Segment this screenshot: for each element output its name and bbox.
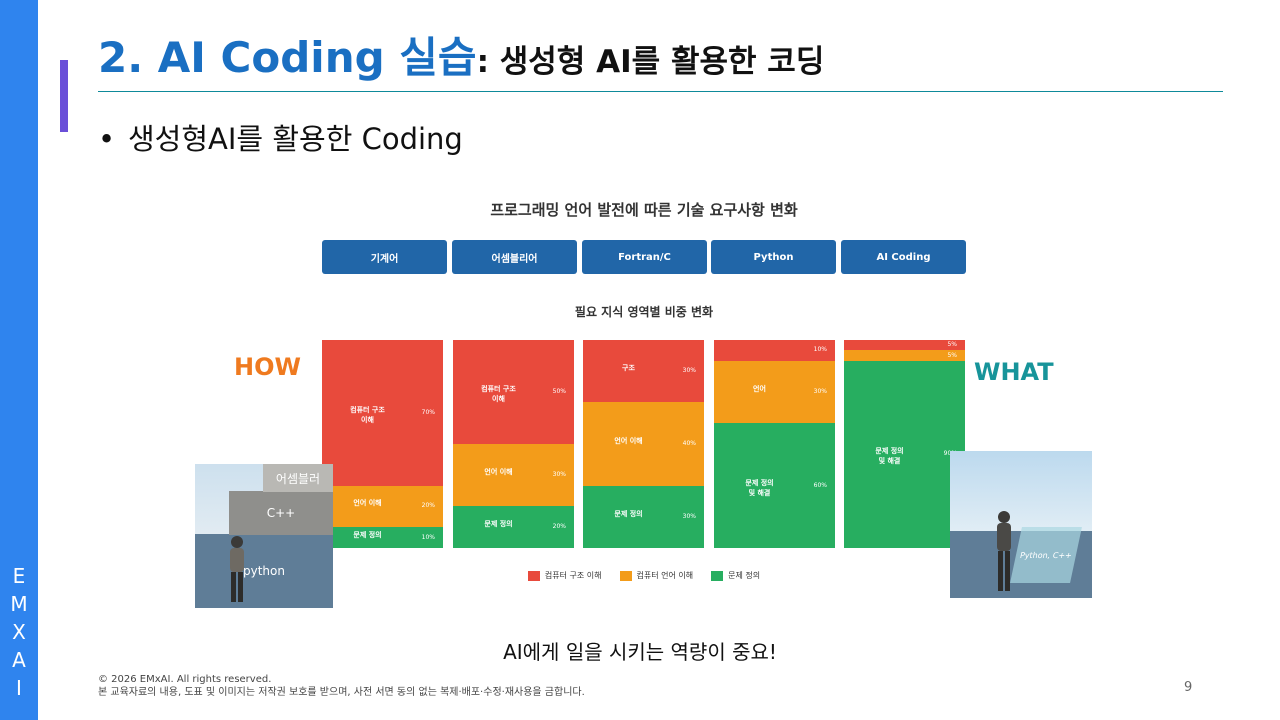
legend-item: 문제 정의: [711, 570, 760, 581]
bar-segment: 구조 30%: [583, 340, 704, 403]
figure-subtitle: 필요 지식 영역별 비중 변화: [574, 305, 714, 319]
person-silhouette-icon: [230, 536, 244, 602]
bar-segment-label: 언어 이해: [353, 499, 382, 508]
sidebar-brand: E M X A I: [0, 562, 38, 702]
bar-segment: 언어 30%: [714, 360, 835, 424]
bar-value-label: 30%: [682, 512, 696, 520]
slide-title-sub: : 생성형 AI를 활용한 코딩: [476, 44, 825, 80]
bar-segment: 컴퓨터 구조 이해 70%: [322, 340, 443, 486]
era-label: 어셈블리어: [452, 240, 577, 274]
bar-segment-label: 구조: [622, 364, 635, 373]
bar-value-label: 30%: [682, 367, 696, 375]
what-label: WHAT: [974, 358, 1054, 386]
how-label: HOW: [234, 353, 301, 381]
bar-segment: 문제 정의 10%: [322, 527, 443, 548]
bar-segment: 언어 이해 30%: [453, 444, 574, 507]
bar-segment-label: 문제 정의: [614, 509, 643, 518]
slide-title: 2. AI Coding 실습: 생성형 AI를 활용한 코딩: [98, 24, 824, 85]
bar-value-label: 40%: [682, 439, 696, 447]
bar-segment: 언어 이해 40%: [583, 402, 704, 486]
bar-segment-label: 컴퓨터 구조 이해: [350, 405, 385, 424]
bullet-marker: •: [98, 122, 116, 156]
bar-value-label: 50%: [552, 388, 566, 395]
photo-person-walls: python C++ 어셈블러: [195, 464, 333, 608]
title-divider: [98, 91, 1223, 92]
bar-segment: 5%: [844, 340, 965, 351]
bar-value-label: 20%: [552, 523, 566, 531]
copyright-text: © 2026 EMxAI. All rights reserved.: [98, 674, 272, 685]
bar-value-label: 30%: [813, 387, 827, 395]
bar-segment: 5%: [844, 350, 965, 361]
bar-segment: 10%: [714, 340, 835, 361]
brand-letter: A: [12, 648, 26, 672]
figure-title: 프로그래밍 언어 발전에 따른 기술 요구사항 변화: [490, 201, 798, 219]
photo-person-wall-ai: Python, C++: [950, 451, 1092, 598]
wall-block: C++: [229, 491, 333, 535]
brand-letter: I: [16, 676, 22, 700]
bar-segment-label: 문제 정의: [484, 520, 513, 529]
legend-label: 컴퓨터 언어 이해: [636, 571, 694, 580]
bar-segment-label: 문제 정의 및 해결: [875, 447, 904, 466]
copyright-notice: 본 교육자료의 내용, 도표 및 이미지는 저작권 보호를 받으며, 사전 서면…: [98, 687, 585, 698]
bar-value-label: 5%: [947, 341, 957, 349]
brand-sidebar: E M X A I: [0, 0, 38, 720]
stacked-bar-chart: 컴퓨터 구조 이해 70% 언어 이해 20% 문제 정의 10% 컴퓨터 구조 이해 50%…: [322, 340, 966, 548]
bar-segment: 문제 정의 30%: [583, 485, 704, 548]
bar-segment-label: 문제 정의: [353, 530, 382, 539]
legend-swatch: [711, 570, 724, 581]
bar-segment: 문제 정의 및 해결 60%: [714, 423, 835, 548]
bar-value-label: 30%: [552, 471, 566, 479]
wall-block: Python, C++: [1010, 527, 1082, 583]
slide-caption: AI에게 일을 시키는 역량이 중요!: [503, 640, 777, 664]
wall-block: 어셈블러: [263, 464, 333, 492]
era-label: Python: [711, 240, 836, 274]
bar-segment-label: 문제 정의 및 해결: [745, 478, 774, 497]
legend-item: 컴퓨터 언어 이해: [619, 570, 694, 581]
bar-segment-label: 언어 이해: [614, 436, 643, 445]
bar-segment: 문제 정의 20%: [453, 506, 574, 548]
era-header-row: 기계어 어셈블리어 Fortran/C Python AI Coding: [322, 240, 966, 274]
bar-segment-label: 언어 이해: [484, 468, 513, 477]
bar-value-label: 70%: [421, 408, 435, 416]
bullet-point: • 생성형AI를 활용한 Coding: [98, 116, 463, 158]
page-number: 9: [1184, 680, 1193, 695]
bar-segment-label: 언어: [753, 384, 766, 393]
wall-block-label: C++: [266, 506, 296, 520]
wall-block-label: Python, C++: [1019, 550, 1073, 560]
era-label: 기계어: [322, 240, 447, 274]
bar-value-label: 60%: [813, 481, 827, 489]
wall-block-label: python: [243, 564, 285, 578]
legend-item: 컴퓨터 구조 이해: [527, 570, 602, 581]
footer-copyright: © 2026 EMxAI. All rights reserved. 본 교육자…: [98, 673, 585, 699]
bar-segment: 언어 이해 20%: [322, 485, 443, 528]
bullet-text: 생성형AI를 활용한 Coding: [128, 122, 463, 156]
bar-value-label: 10%: [421, 533, 435, 541]
brand-letter: X: [12, 620, 26, 644]
bar-segment: 문제 정의 및 해결90%: [844, 360, 965, 548]
person-silhouette-icon: [997, 511, 1011, 591]
legend-swatch: [619, 570, 632, 581]
slide-title-main: 2. AI Coding 실습: [98, 33, 477, 82]
title-accent-bar: [60, 60, 68, 132]
legend-label: 문제 정의: [728, 571, 761, 580]
era-label: Fortran/C: [582, 240, 707, 274]
brand-letter: M: [10, 592, 28, 616]
bar-value-label: 10%: [813, 346, 827, 354]
wall-block-label: 어셈블러: [275, 471, 321, 486]
legend-label: 컴퓨터 구조 이해: [544, 571, 602, 580]
legend-swatch: [527, 570, 540, 581]
bar-segment: 컴퓨터 구조 이해 50%: [453, 340, 574, 444]
bar-value-label: 20%: [421, 502, 435, 510]
bar-segment-label: 컴퓨터 구조 이해: [481, 385, 516, 403]
era-label: AI Coding: [841, 240, 966, 274]
wall-block: python: [195, 534, 333, 608]
bar-value-label: 5%: [947, 351, 957, 359]
chart-legend: 컴퓨터 구조 이해 컴퓨터 언어 이해 문제 정의: [322, 570, 966, 581]
brand-letter: E: [12, 564, 26, 588]
